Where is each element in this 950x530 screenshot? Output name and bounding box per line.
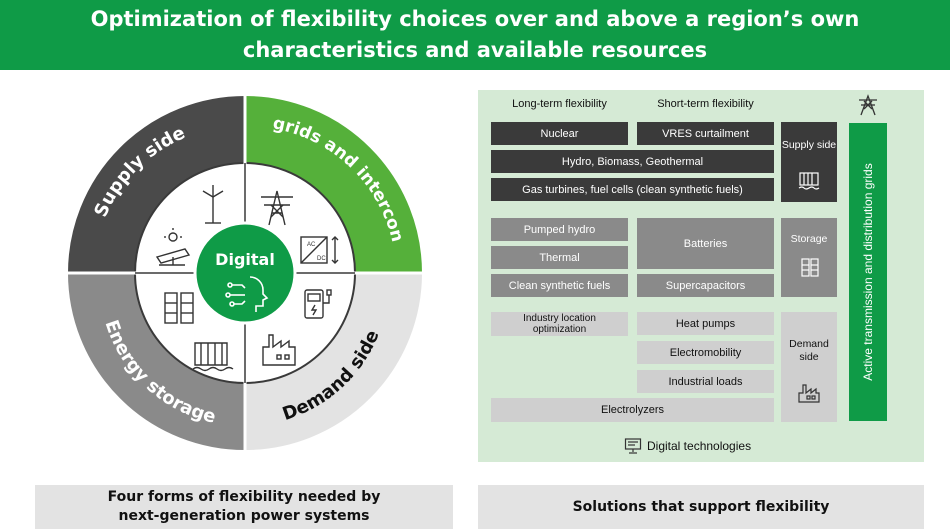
factory-icon	[798, 384, 820, 403]
right-footer: Solutions that support flexibility	[478, 485, 924, 529]
digital-hub	[193, 221, 297, 325]
transmission-tower-icon	[261, 190, 293, 226]
industrial-loads-box: Industrial loads	[637, 370, 774, 393]
digital-technologies-label: Digital technologies	[647, 439, 752, 453]
electromobility-box: Electromobility	[637, 341, 774, 364]
heat-pumps-box: Heat pumps	[637, 312, 774, 335]
computer-icon	[624, 438, 642, 454]
storage-label: Storage	[790, 233, 828, 245]
flexibility-wheel: Digital Supply side Active grids and int…	[45, 85, 424, 452]
short-term-header: Short-term flexibility	[657, 98, 754, 110]
demand-side-label: Demand side	[789, 338, 829, 363]
gas-turbines-box: Gas turbines, fuel cells (clean syntheti…	[491, 178, 774, 201]
pumped-hydro-box: Pumped hydro	[491, 218, 628, 241]
ev-charger-icon	[304, 289, 332, 319]
vres-curtailment-box: VRES curtailment	[637, 122, 774, 145]
thermal-box: Thermal	[491, 246, 628, 269]
industry-location-box: Industry location optimization	[491, 312, 628, 336]
hydro-dam-icon	[798, 172, 820, 190]
solar-panel-icon	[155, 228, 191, 266]
wind-turbine-icon	[202, 185, 224, 224]
factory-icon	[262, 334, 296, 366]
nuclear-box: Nuclear	[491, 122, 628, 145]
battery-stack-icon	[801, 258, 819, 277]
converter-dc-label: DC	[317, 256, 326, 262]
title-banner: Optimization of flexibility choices over…	[0, 0, 950, 70]
supercapacitors-box: Supercapacitors	[637, 274, 774, 297]
hydro-biomass-box: Hydro, Biomass, Geothermal	[491, 150, 774, 173]
right-footer-text: Solutions that support flexibility	[572, 498, 830, 515]
supply-side-label: Supply side	[781, 139, 837, 151]
clean-synthetic-fuels-box: Clean synthetic fuels	[491, 274, 628, 297]
battery-stack-icon	[164, 292, 194, 324]
demand-side-box	[781, 312, 837, 422]
left-footer: Four forms of flexibility needed by next…	[35, 485, 453, 529]
converter-ac-label: AC	[307, 242, 316, 248]
hydro-dam-icon	[192, 342, 234, 372]
storage-box	[781, 218, 837, 297]
left-footer-text: Four forms of flexibility needed by next…	[107, 489, 381, 524]
electrolyzers-box: Electrolyzers	[491, 398, 774, 422]
page-title: Optimization of flexibility choices over…	[90, 7, 860, 62]
ac-dc-converter-icon	[300, 236, 339, 264]
active-grids-bar: Active transmission and distribution gri…	[849, 123, 887, 421]
ai-head-icon	[225, 276, 269, 312]
transmission-tower-icon	[859, 94, 877, 116]
active-grids-bar-label: Active transmission and distribution gri…	[861, 163, 875, 381]
digital-label: Digital	[215, 250, 275, 269]
long-term-header: Long-term flexibility	[512, 98, 607, 110]
batteries-box: Batteries	[637, 218, 774, 269]
